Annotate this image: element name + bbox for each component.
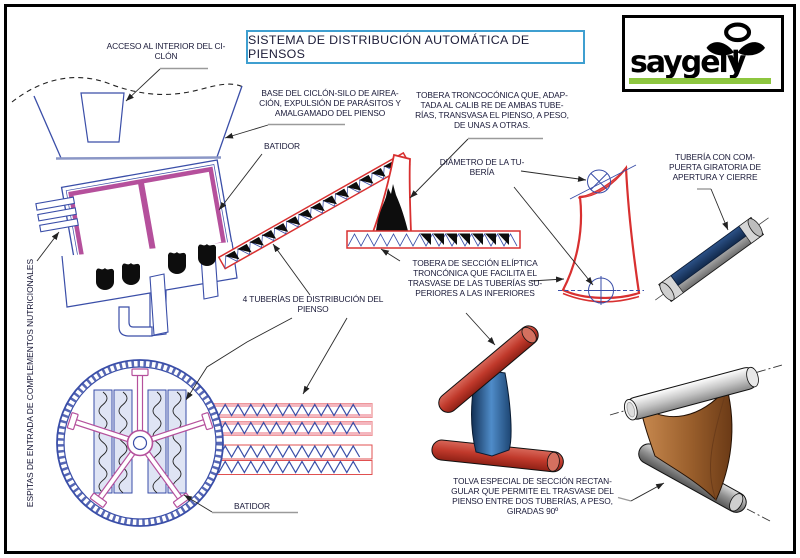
label-base-ciclon: BASE DEL CICLÓN-SILO DE AIREA- CIÓN, EXP… [259, 88, 401, 118]
label-tolva-especial: TOLVA ESPECIAL DE SECCIÓN RECTAN- GULAR … [451, 476, 614, 516]
label-batidor-superior: BATIDOR [264, 141, 300, 151]
horizontal-conveyor [346, 230, 521, 249]
twisted-hopper [639, 386, 733, 501]
leader-lines [36, 67, 729, 514]
access-hatch [80, 92, 125, 143]
label-tobera-eliptica: TOBERA DE SECCIÓN ELÍPTICA TRONCÓNICA QU… [407, 258, 543, 298]
feed-funnel-tower [371, 153, 412, 233]
distribution-tubes [204, 403, 373, 475]
diameter-symbol-top [587, 169, 611, 194]
label-acceso-interior: ACCESO AL INTERIOR DEL CI- CLÓN [106, 41, 226, 61]
rotary-gate [670, 225, 747, 286]
screw-columns [93, 389, 187, 494]
batidor-wheel [56, 359, 224, 527]
logo-wordmark: saygely [630, 45, 746, 80]
logo-green-bar [629, 78, 771, 84]
feed-mound [376, 184, 408, 231]
lower-trough [61, 241, 238, 337]
diameter-symbol-bottom [586, 276, 616, 305]
saygely-logo: saygely [622, 15, 784, 92]
conical-nozzle-drawing [558, 164, 644, 305]
label-cuatro-tuberias: 4 TUBERÍAS DE DISTRIBUCIÓN DEL PIENSO [242, 294, 384, 314]
feed-piles [96, 244, 216, 290]
label-tobera-troncoconica: TOBERA TRONCOCÓNICA QUE, ADAP- TADA AL C… [415, 90, 569, 130]
tube-row-red [204, 444, 373, 475]
spoke-wheel [66, 368, 214, 508]
elliptical-nozzle-3d [431, 325, 564, 473]
tolva-3d [609, 364, 783, 522]
label-diametro-tuberia: DIÁMETRO DE LA TU- BERÍA [439, 157, 525, 177]
plant-icon [701, 20, 765, 77]
label-tuberia-compuerta: TUBERÍA CON COM- PUERTA GIRATORIA DE APE… [669, 152, 761, 182]
diagram-title-text: SISTEMA DE DISTRIBUCIÓN AUTOMÁTICA DE PI… [248, 33, 530, 61]
outlet-elbow [118, 306, 153, 337]
label-espitas-entrada: ESPITAS DE ENTRADA DE COMPLEMENTOS NUTRI… [25, 258, 35, 508]
tube-row-pink [204, 403, 373, 436]
espitas-pipes [35, 196, 79, 233]
diagram-title: SISTEMA DE DISTRIBUCIÓN AUTOMÁTICA DE PI… [246, 30, 585, 64]
gate-pipe-3d [655, 216, 769, 303]
page-border [4, 4, 796, 554]
cyclone-silo-drawing [11, 76, 244, 337]
label-batidor-inferior: BATIDOR [234, 501, 270, 511]
blue-nozzle [471, 368, 512, 457]
